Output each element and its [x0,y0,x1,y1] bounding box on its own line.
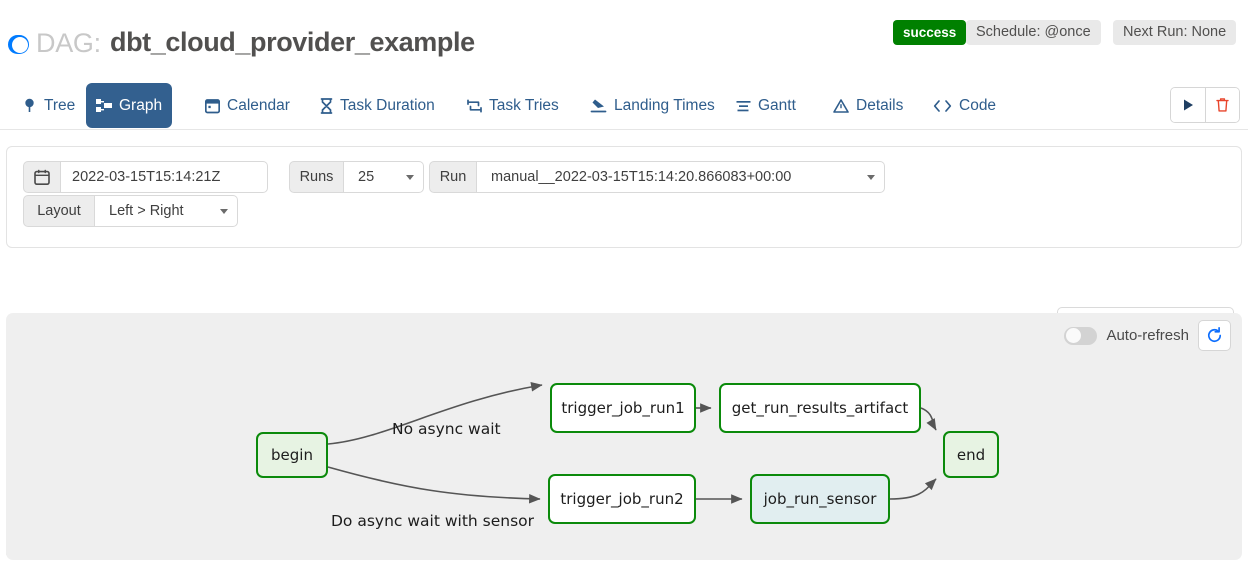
edge-sensor-to-end [889,478,937,500]
nav-tabs: Tree Graph Calendar Task Duration Task T… [0,83,1248,130]
tab-label: Code [959,96,997,114]
runs-group: Runs 25 [289,161,424,193]
tab-label: Tree [44,96,76,114]
graph-canvas[interactable]: Auto-refresh begin trigger_job_run1 get_ru… [6,313,1242,560]
status-badge: success [893,20,967,45]
tab-tree[interactable]: Tree [12,83,85,128]
tab-label: Gantt [758,96,796,114]
filter-panel: 2022-03-15T15:14:21Z Runs 25 Run manual_… [6,146,1242,373]
layout-select-value: Left > Right [109,203,184,219]
chevron-down-icon [867,174,875,180]
runs-select-value: 25 [358,169,375,185]
graph-edge-label: No async wait [392,420,501,438]
landing-icon [590,98,607,114]
auto-refresh-controls: Auto-refresh [1064,320,1231,351]
tab-calendar[interactable]: Calendar [195,83,300,128]
graph-edges [327,382,937,504]
run-select-value: manual__2022-03-15T15:14:20.866083+00:00 [491,169,792,185]
layout-group: Layout Left > Right [23,195,238,227]
run-label: Run [429,161,477,193]
hourglass-icon [320,97,333,114]
graph-icon [96,98,112,114]
graph-node-trigger_job_run2[interactable]: trigger_job_run2 [548,474,696,524]
graph-node-label: begin [271,446,313,464]
layout-label: Layout [23,195,95,227]
dag-prefix-label: DAG: [36,28,101,58]
toggle-on-icon[interactable] [8,35,29,54]
runs-select[interactable]: 25 [344,161,424,193]
calendar-icon[interactable] [23,161,61,193]
code-icon [933,99,952,113]
toggle-knob [11,36,28,53]
calendar-icon [205,98,220,114]
graph-node-label: end [956,445,986,464]
tab-graph[interactable]: Graph [86,83,173,128]
next-run-badge: Next Run: None [1113,20,1237,45]
tab-task-duration[interactable]: Task Duration [310,83,445,128]
graph-node-trigger_job_run1[interactable]: trigger_job_run1 [550,383,696,433]
tree-icon [22,98,37,114]
execution-date-group: 2022-03-15T15:14:21Z [23,161,268,193]
page-title: dbt_cloud_provider_example [110,27,475,57]
schedule-badge[interactable]: Schedule: @once [966,20,1101,45]
graph-node-label: trigger_job_run2 [560,490,684,508]
tab-gantt[interactable]: Gantt [726,83,806,128]
tab-label: Details [856,96,904,114]
gantt-icon [736,98,751,114]
tab-label: Graph [119,96,163,114]
tab-label: Task Duration [340,96,435,114]
edge-artifact-to-end [920,407,937,431]
graph-node-job_run_sensor[interactable]: job_run_sensor [750,474,890,524]
graph-node-label: job_run_sensor [763,490,877,508]
tab-label: Task Tries [489,96,559,114]
chevron-down-icon [220,208,228,214]
graph-node-label: trigger_job_run1 [561,399,685,417]
auto-refresh-toggle[interactable] [1064,326,1098,345]
trigger-dag-play-icon[interactable] [1171,88,1205,122]
graph-node-begin[interactable]: begin [256,432,328,478]
page-header: DAG: dbt_cloud_provider_example success … [0,0,1248,72]
run-group: Run manual__2022-03-15T15:14:20.866083+0… [429,161,885,193]
tab-label: Calendar [227,96,290,114]
run-select[interactable]: manual__2022-03-15T15:14:20.866083+00:00 [477,161,885,193]
dag-action-buttons [1170,87,1240,123]
legend: DbtCloudGetJobRunArtifactOperatorDbtClou… [0,258,1248,557]
tab-details[interactable]: Details [823,83,913,128]
runs-label: Runs [289,161,344,193]
graph-node-get_run_results_artifact[interactable]: get_run_results_artifact [719,383,921,433]
edge-begin-to-run2 [327,466,541,504]
tab-landing-times[interactable]: Landing Times [580,83,725,128]
execution-date-input[interactable]: 2022-03-15T15:14:21Z [61,161,268,193]
tab-task-tries[interactable]: Task Tries [457,83,569,128]
edge-begin-to-run1 [327,382,543,445]
refresh-icon[interactable] [1198,320,1231,351]
delete-dag-trash-icon[interactable] [1205,88,1239,122]
toggle-knob [1065,328,1081,343]
tab-label: Landing Times [614,96,715,114]
graph-node-label: get_run_results_artifact [731,399,909,417]
tab-code[interactable]: Code [923,83,1006,128]
layout-select[interactable]: Left > Right [95,195,238,227]
chevron-down-icon [406,174,414,180]
warning-icon [833,98,849,114]
retry-icon [467,98,482,114]
graph-node-end[interactable]: end [943,431,999,478]
graph-edge-label: Do async wait with sensor [331,512,535,530]
auto-refresh-label: Auto-refresh [1106,327,1189,344]
